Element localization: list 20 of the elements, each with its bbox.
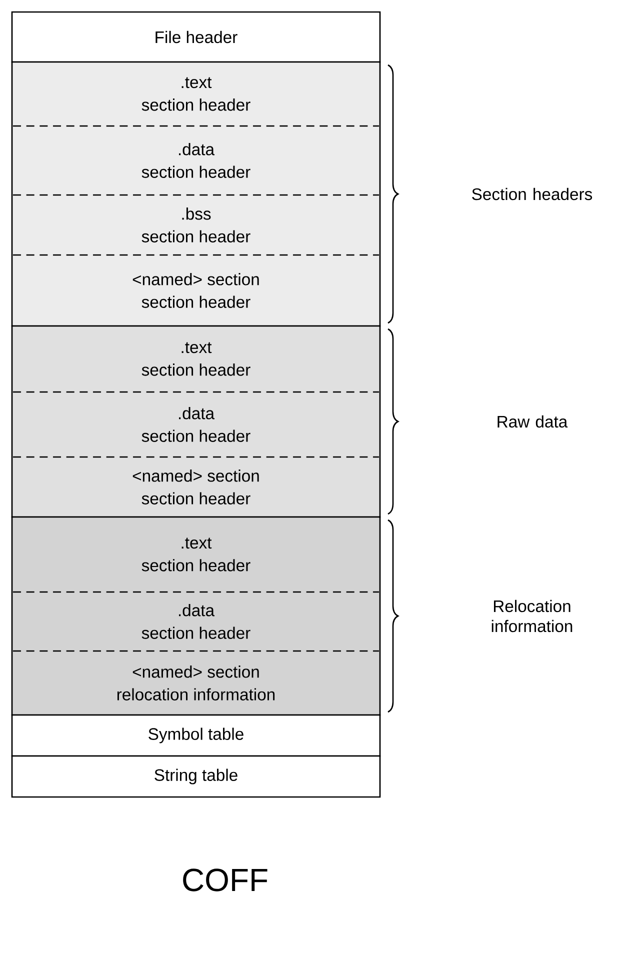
table-row-box: File header xyxy=(11,11,381,63)
section-row: .text section header xyxy=(142,538,250,572)
table-row-box: Symbol table xyxy=(11,714,381,757)
brace-label: Raw data xyxy=(498,415,568,428)
brace-label: Relocation information xyxy=(492,600,572,632)
section-row: .text section header xyxy=(142,342,250,376)
section-row: .text section header xyxy=(142,77,250,111)
section-row: .data section header xyxy=(142,407,250,442)
section-group-box xyxy=(11,516,381,716)
section-group-box xyxy=(11,61,381,327)
section-row: <named> section section header xyxy=(132,470,259,504)
section-row: .data section header xyxy=(142,604,250,639)
table-row-box: String table xyxy=(11,755,381,798)
section-row: .data section header xyxy=(142,143,250,178)
brace-label: Section headers xyxy=(472,188,592,200)
caption: COFF xyxy=(183,868,268,892)
section-row: <named> section section header xyxy=(132,273,259,308)
section-row: .bss section header xyxy=(142,208,250,242)
section-row: <named> section relocation information xyxy=(117,666,275,700)
section-group-box xyxy=(11,325,381,518)
